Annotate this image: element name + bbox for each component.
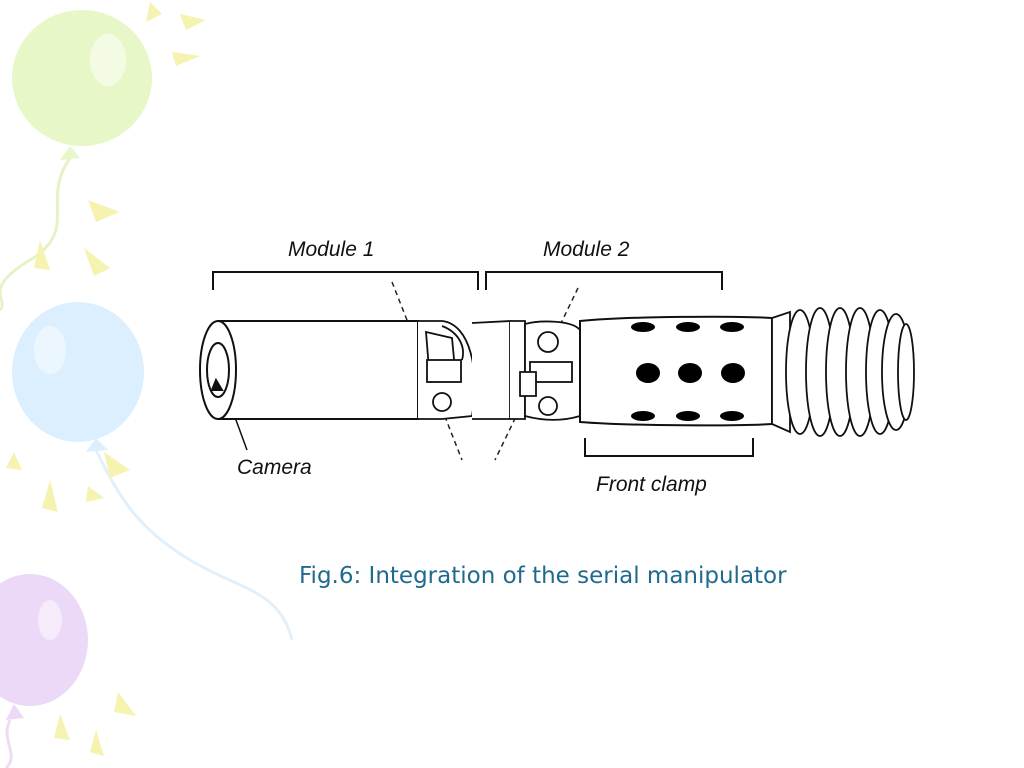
balloon-decoration [0, 2, 294, 768]
front-clamp-body [579, 315, 773, 427]
bellows-end [771, 307, 915, 437]
module1-body [199, 320, 419, 420]
joint1-mechanism [418, 320, 511, 420]
manipulator-diagram: Module 1 Module 2 Camera Front clamp [199, 238, 915, 496]
front-clamp-label: Front clamp [596, 473, 707, 496]
module2-label: Module 2 [543, 238, 630, 261]
module1-bracket [212, 271, 479, 290]
green-balloon-icon [0, 10, 152, 312]
module1-label: Module 1 [288, 238, 374, 261]
blue-balloon-icon [12, 302, 294, 641]
joint-axes [391, 281, 579, 461]
sparkle-icon [6, 2, 206, 756]
figure-caption: Fig.6: Integration of the serial manipul… [299, 563, 787, 589]
joint2-mechanism [510, 320, 581, 421]
camera-label: Camera [237, 456, 312, 479]
front-clamp-bracket [584, 438, 754, 457]
purple-balloon-icon [0, 574, 88, 768]
module2-bracket [485, 271, 723, 290]
